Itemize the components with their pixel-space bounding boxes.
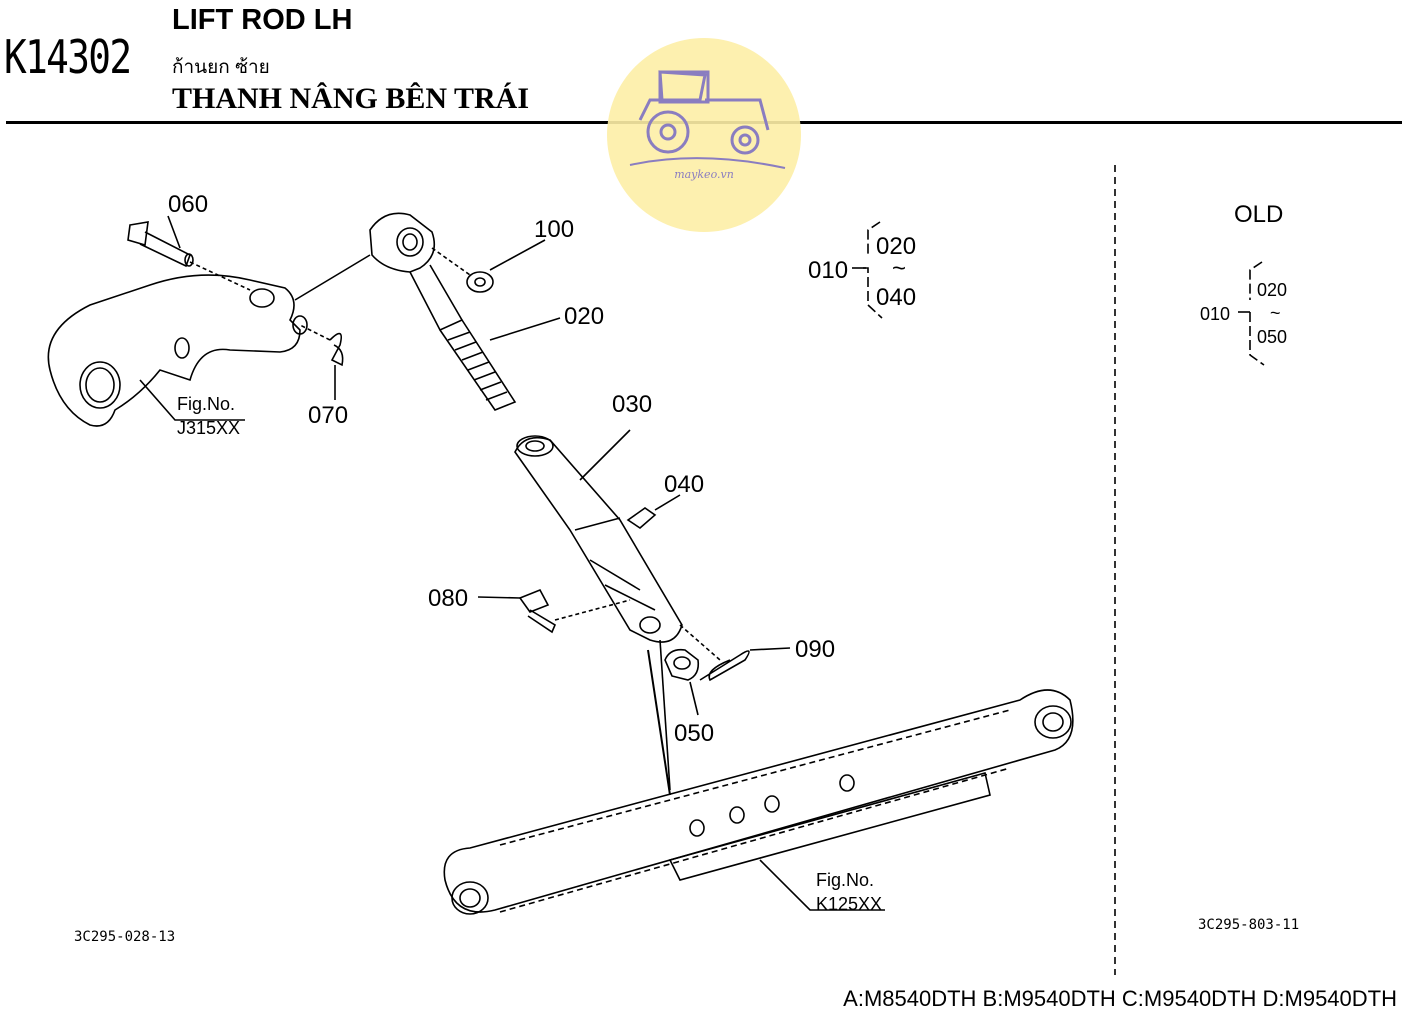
- label-050: 050: [674, 720, 714, 747]
- bushing-050: [664, 648, 700, 716]
- title-english: LIFT ROD LH: [172, 4, 353, 36]
- range-old-parent: 010: [1200, 304, 1230, 324]
- tube-030: [514, 429, 683, 791]
- pin-060: [127, 215, 251, 291]
- range-old-from: 020: [1257, 280, 1287, 300]
- range-new-parent: 010: [808, 257, 848, 284]
- fig-ref-label-2: Fig.No.: [816, 870, 874, 890]
- part-code: K14302: [4, 30, 132, 84]
- fig-ref-label-1: Fig.No.: [177, 394, 235, 414]
- label-060: 060: [168, 191, 208, 218]
- washer-100: [431, 239, 546, 293]
- watermark-logo: [607, 38, 801, 232]
- range-old-title: OLD: [1234, 201, 1283, 228]
- range-new-tilde: ~: [892, 255, 906, 282]
- fig-ref-number-2: K125XX: [816, 894, 882, 914]
- title-vietnamese: THANH NÂNG BÊN TRÁI: [172, 82, 529, 115]
- drawing-id-right: 3C295-803-11: [1198, 917, 1299, 933]
- label-070: 070: [308, 402, 348, 429]
- lift-arm-part: [47, 274, 308, 427]
- watermark-text: maykeo.vn: [674, 168, 734, 181]
- label-100: 100: [534, 216, 574, 243]
- tractor-icon: [629, 70, 786, 169]
- range-old-to: 050: [1257, 327, 1287, 347]
- label-040: 040: [664, 471, 704, 498]
- label-020: 020: [564, 303, 604, 330]
- clip-090: [679, 624, 791, 682]
- rod-020: [294, 212, 561, 411]
- title-thai: ก้านยก ซ้าย: [172, 57, 270, 78]
- label-030: 030: [612, 391, 652, 418]
- fig-ref-number-1: J315XX: [177, 418, 240, 438]
- pin-080: [477, 588, 631, 634]
- model-list: A:M8540DTH B:M9540DTH C:M9540DTH D:M9540…: [843, 986, 1397, 1011]
- range-bracket-new: [852, 221, 883, 319]
- range-new-from: 020: [876, 233, 916, 260]
- range-old-tilde: ~: [1270, 303, 1281, 323]
- label-080: 080: [428, 585, 468, 612]
- clip-070: [299, 324, 344, 400]
- range-new-to: 040: [876, 284, 916, 311]
- drawing-id-left: 3C295-028-13: [74, 929, 175, 945]
- lower-link-part: [443, 689, 1074, 915]
- range-bracket-old: [1238, 261, 1265, 366]
- grease-nipple-040: [626, 494, 681, 530]
- label-090: 090: [795, 636, 835, 663]
